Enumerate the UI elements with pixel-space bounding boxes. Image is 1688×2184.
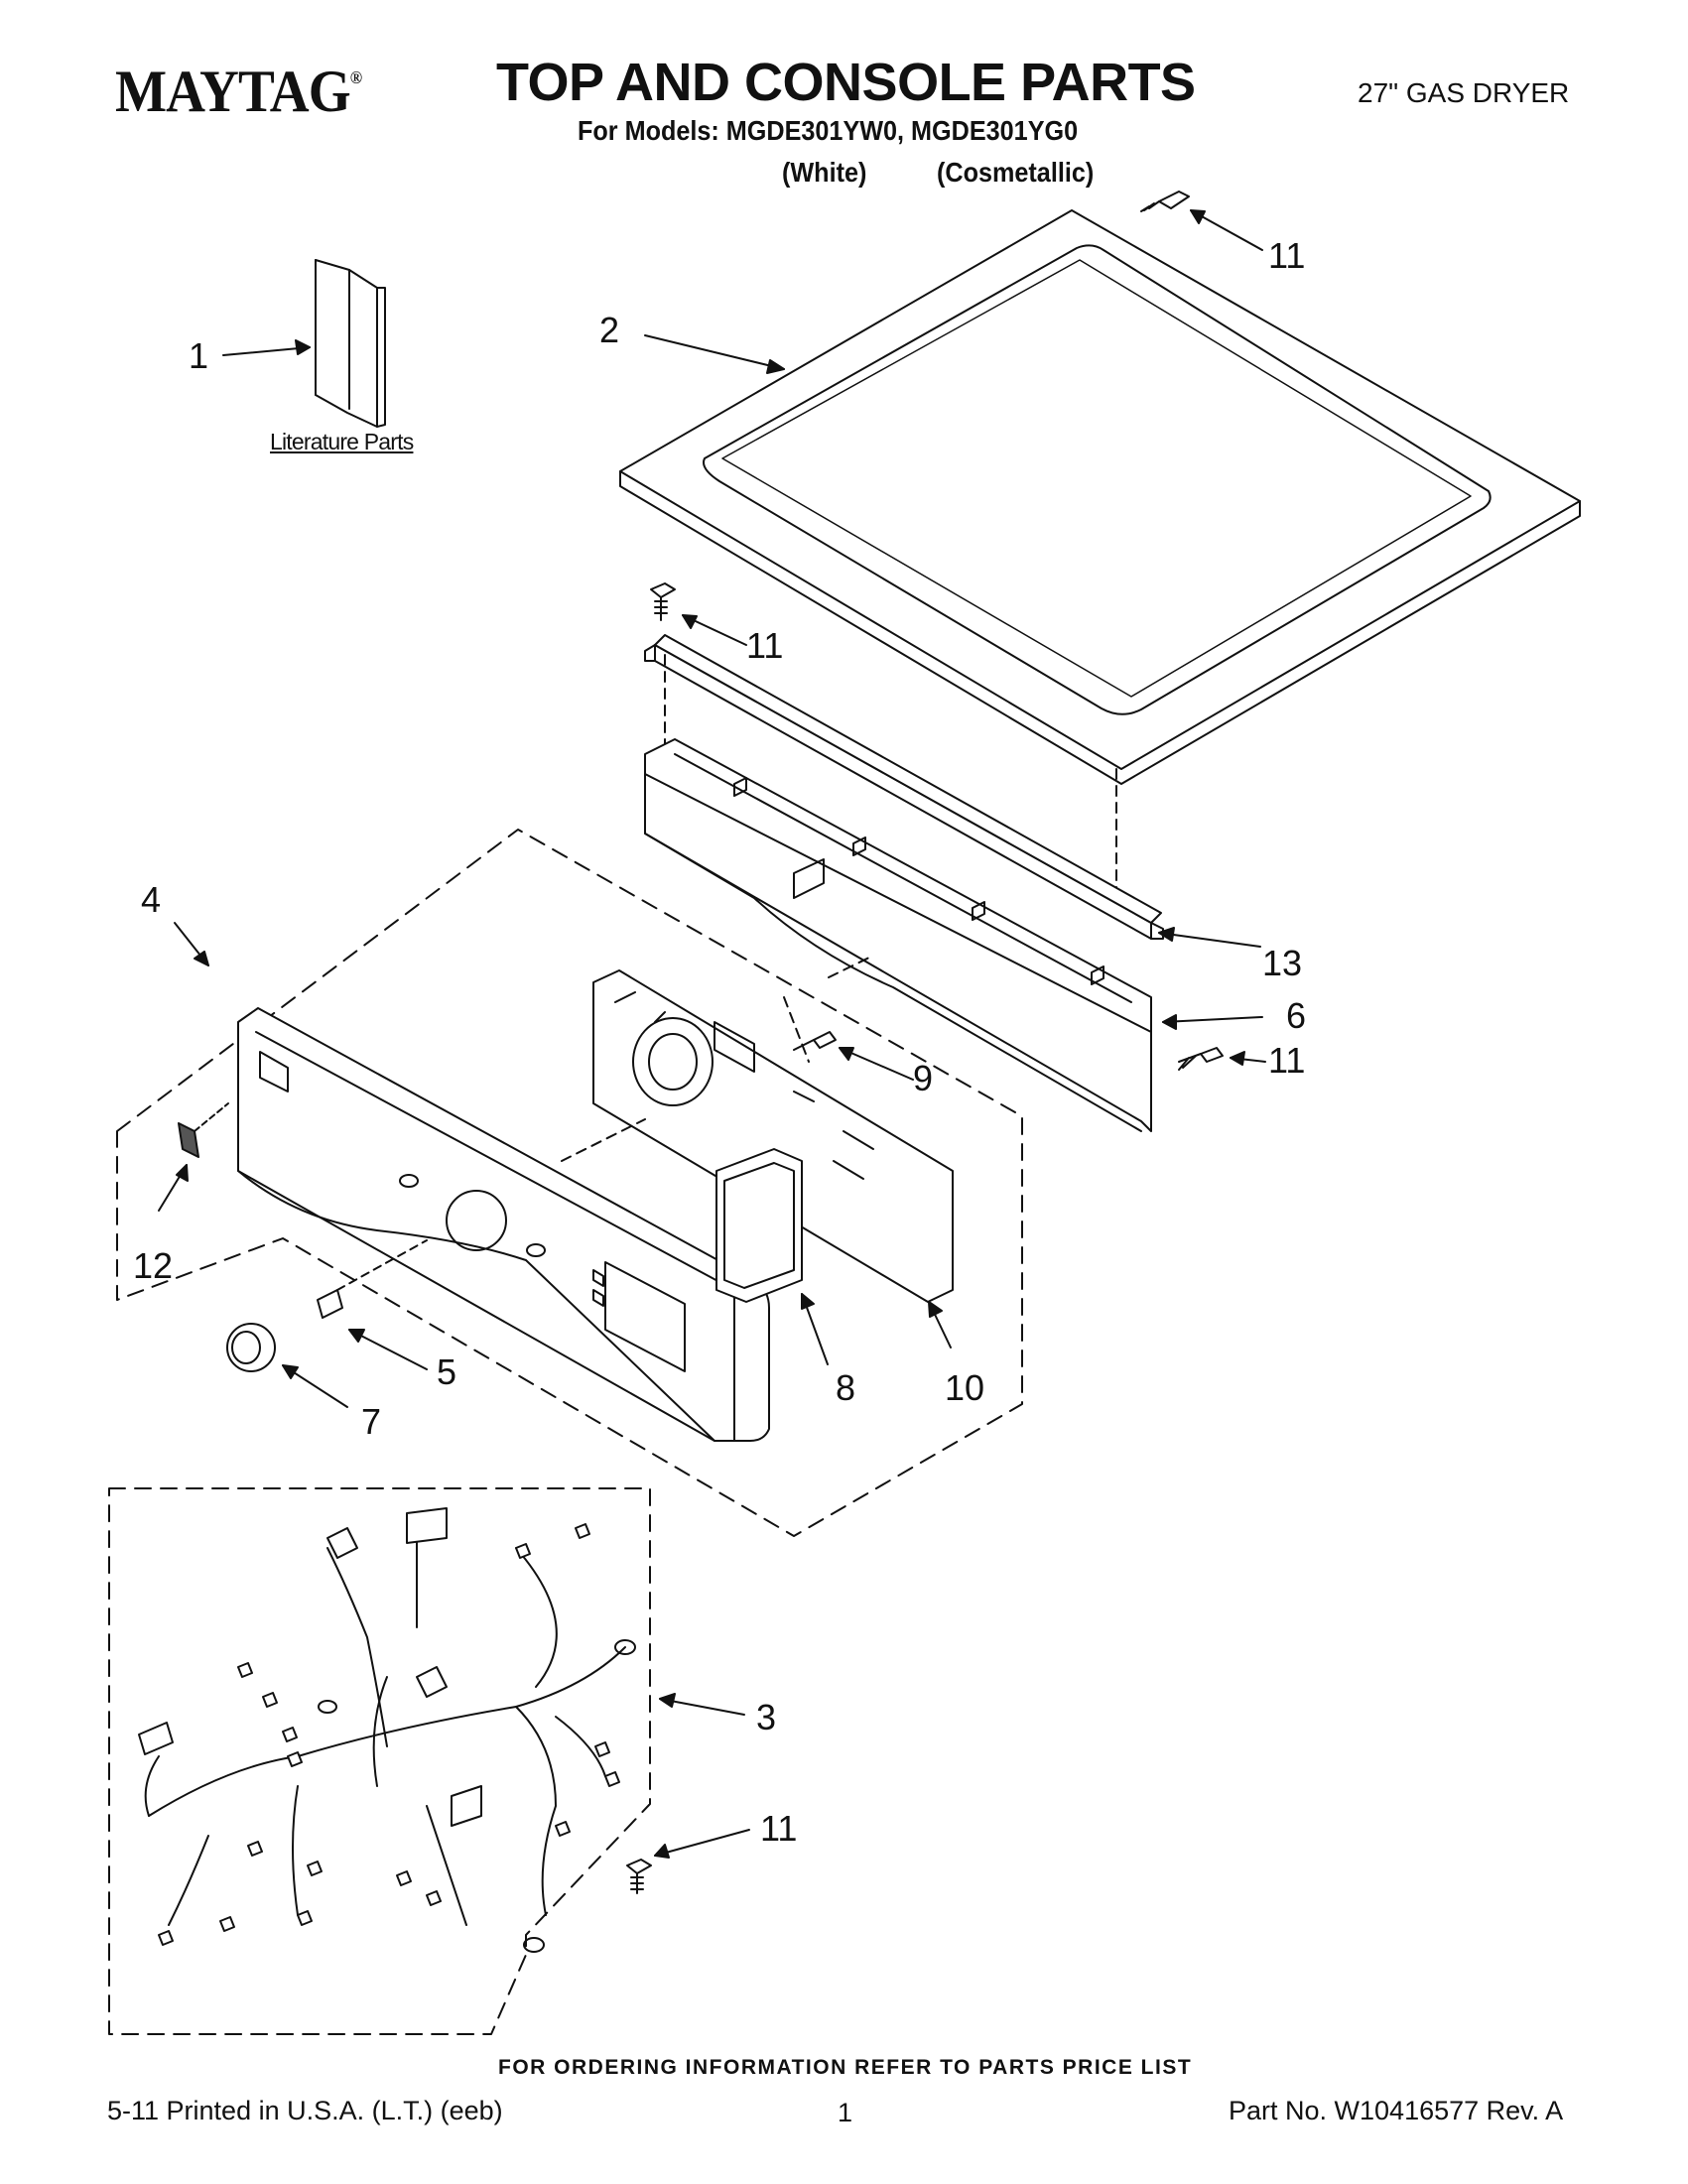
callout-11-bracket: 11: [746, 625, 784, 666]
callout-12: 12: [133, 1245, 174, 1286]
page-number: 1: [838, 2098, 853, 2127]
screw-harness: [626, 1859, 652, 1894]
display-module: [715, 1148, 803, 1303]
screw-board: [793, 1031, 837, 1051]
brand-name: MAYTAG: [115, 59, 351, 124]
callout-6: 6: [1286, 995, 1307, 1036]
ordering-note: FOR ORDERING INFORMATION REFER TO PARTS …: [498, 2056, 1193, 2079]
print-info: 5-11 Printed in U.S.A. (L.T.) (eeb): [107, 2096, 503, 2125]
variant-white: (White): [782, 157, 867, 188]
console-group-box: [116, 829, 1023, 1537]
callout-9: 9: [913, 1058, 934, 1098]
callout-2: 2: [599, 310, 620, 350]
top-bracket-rail: [644, 634, 1164, 940]
literature-booklet: [315, 259, 386, 428]
screw-console-right: [1178, 1047, 1224, 1071]
console-frame: [644, 738, 1152, 1132]
wire-harness: [138, 1507, 636, 1953]
variant-cosmetallic: (Cosmetallic): [937, 157, 1095, 188]
knob-shaft: [317, 1289, 343, 1319]
callout-3: 3: [756, 1697, 777, 1737]
callout-5: 5: [437, 1351, 457, 1392]
callout-11-top: 11: [1268, 235, 1306, 276]
callout-8: 8: [836, 1367, 856, 1408]
registered-mark: ®: [349, 67, 362, 87]
models-line: For Models: MGDE301YW0, MGDE301YG0: [578, 115, 1079, 146]
callout-1: 1: [189, 335, 209, 376]
badge-button: [178, 1102, 229, 1158]
callout-4: 4: [141, 879, 162, 920]
control-knob: [226, 1323, 276, 1372]
leader-lines: [158, 209, 1266, 1859]
brand-logo: MAYTAG®: [115, 58, 362, 126]
callout-11-console: 11: [1268, 1040, 1306, 1081]
screw-bracket: [650, 582, 676, 621]
control-board: [592, 969, 954, 1303]
top-panel: [619, 209, 1581, 919]
harness-group-box: [108, 1487, 651, 2035]
callout-13: 13: [1262, 943, 1303, 983]
screw-top-right: [1140, 191, 1190, 212]
literature-parts-label: Literature Parts: [270, 429, 414, 454]
page-title: TOP AND CONSOLE PARTS: [496, 53, 1196, 112]
product-type: 27" GAS DRYER: [1358, 77, 1570, 108]
callout-11-harness: 11: [760, 1808, 798, 1849]
callout-7: 7: [361, 1401, 382, 1442]
part-number: Part No. W10416577 Rev. A: [1229, 2096, 1564, 2125]
callout-10: 10: [945, 1367, 985, 1408]
